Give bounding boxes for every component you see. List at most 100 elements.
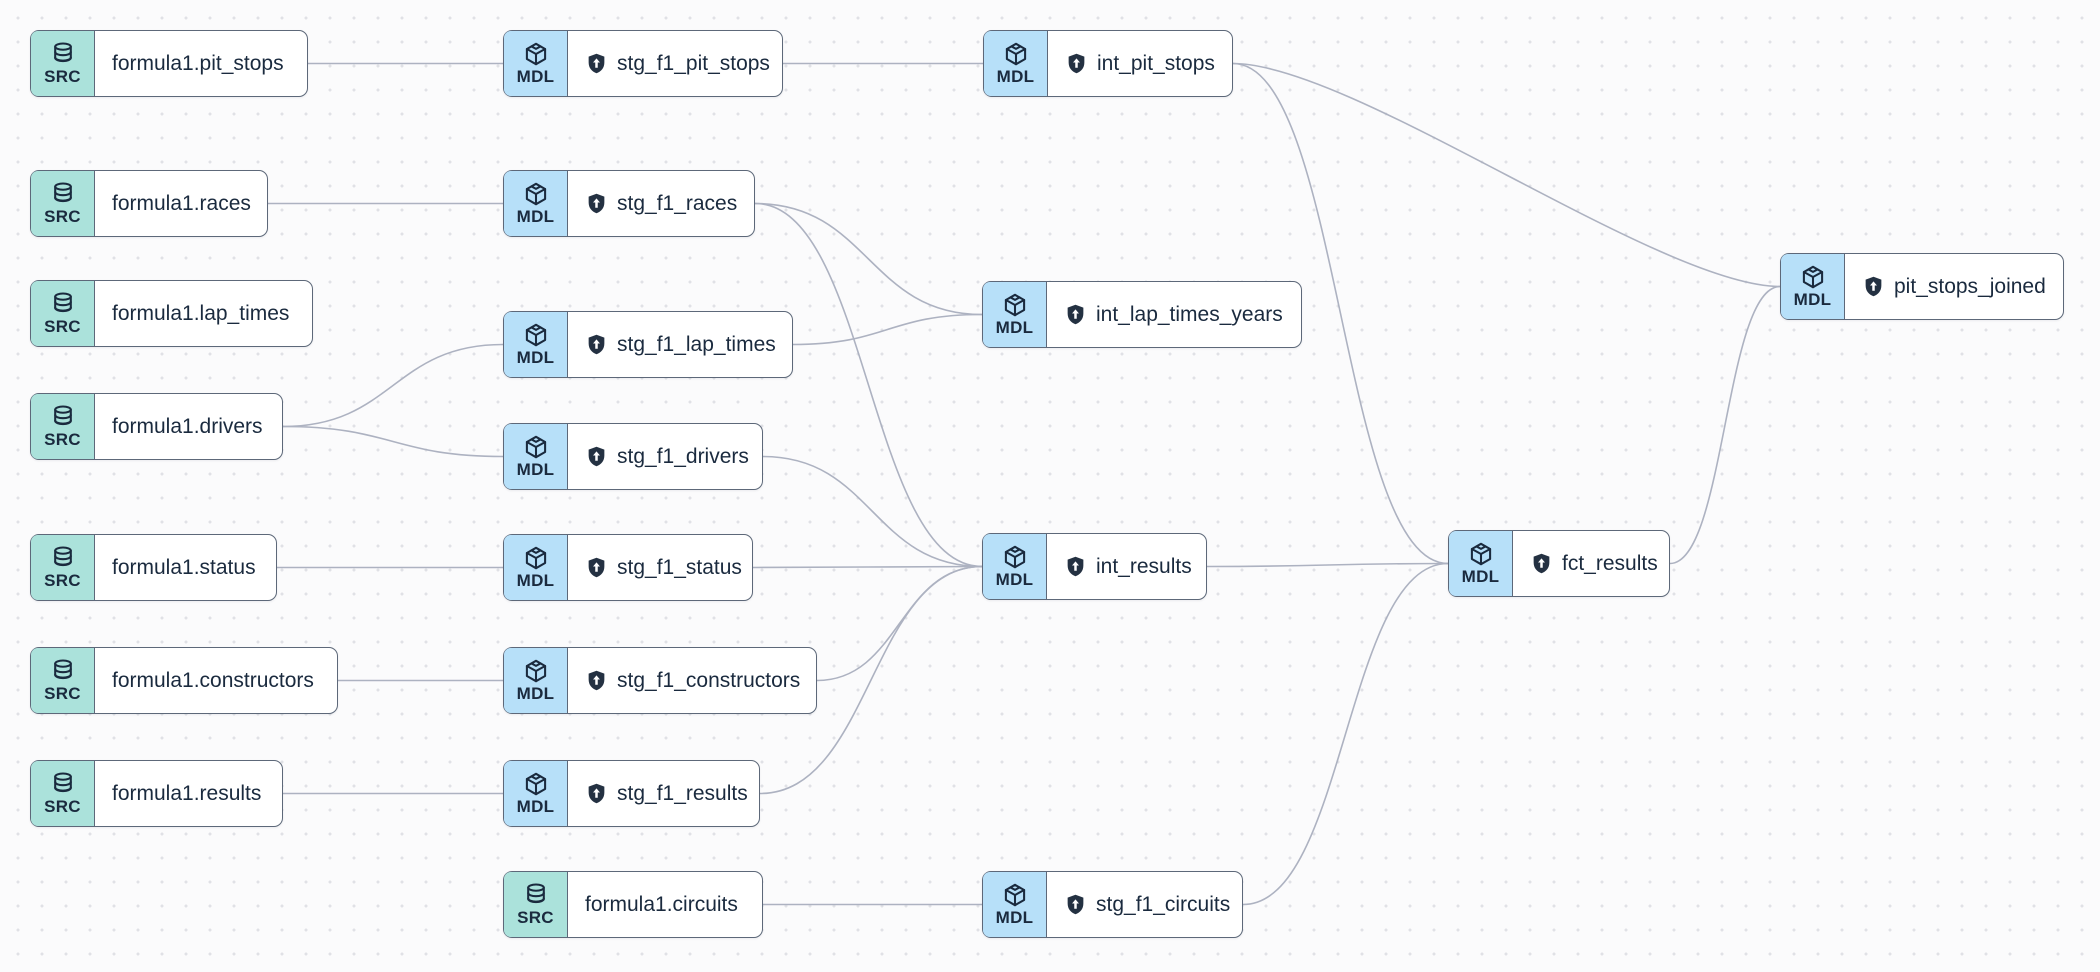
node-kind-label: MDL xyxy=(1461,567,1500,587)
shield-icon xyxy=(585,52,608,75)
node-int_lap_times_years[interactable]: MDL int_lap_times_years xyxy=(982,281,1302,348)
node-stg_races[interactable]: MDL stg_f1_races xyxy=(503,170,755,237)
node-kind-label: MDL xyxy=(995,908,1034,928)
model-cube-icon xyxy=(1003,41,1029,67)
node-kind-box: MDL xyxy=(504,761,568,826)
node-kind-box: SRC xyxy=(31,761,95,826)
node-kind-box: MDL xyxy=(983,534,1047,599)
shield-icon xyxy=(1862,275,1885,298)
lineage-edge-stg_races-to-int_results xyxy=(754,202,983,568)
lineage-edge-stg_status-to-int_results xyxy=(752,565,983,569)
node-body: stg_f1_lap_times xyxy=(568,312,792,377)
model-cube-icon xyxy=(523,545,549,571)
node-pit_stops_joined[interactable]: MDL pit_stops_joined xyxy=(1780,253,2064,320)
node-body: stg_f1_circuits xyxy=(1047,872,1242,937)
lineage-edge-stg_drivers-to-int_results xyxy=(762,455,983,568)
node-kind-box: MDL xyxy=(504,424,568,489)
model-cube-icon xyxy=(523,181,549,207)
node-kind-label: MDL xyxy=(516,797,555,817)
lineage-edge-stg_constructors-to-int_results xyxy=(816,565,983,682)
node-stg_drivers[interactable]: MDL stg_f1_drivers xyxy=(503,423,763,490)
node-label: stg_f1_lap_times xyxy=(617,332,776,356)
shield-icon xyxy=(585,445,608,468)
lineage-edge-fct_results-to-pit_stops_joined xyxy=(1669,285,1781,565)
node-body: formula1.circuits xyxy=(568,872,762,937)
model-cube-icon xyxy=(1002,544,1028,570)
database-icon xyxy=(50,771,76,797)
node-kind-label: SRC xyxy=(44,317,81,337)
node-label: formula1.circuits xyxy=(585,892,738,916)
node-kind-box: SRC xyxy=(31,535,95,600)
node-label: pit_stops_joined xyxy=(1894,274,2046,298)
shield-icon xyxy=(1064,303,1087,326)
node-kind-box: MDL xyxy=(984,31,1048,96)
node-src_status[interactable]: SRC formula1.status xyxy=(30,534,277,601)
node-kind-box: SRC xyxy=(31,394,95,459)
node-kind-label: MDL xyxy=(516,207,555,227)
model-cube-icon xyxy=(1800,264,1826,290)
node-body: stg_f1_constructors xyxy=(568,648,816,713)
lineage-edge-int_pit_stops-to-fct_results xyxy=(1232,62,1449,565)
node-label: formula1.status xyxy=(112,555,256,579)
database-icon xyxy=(523,882,549,908)
node-label: stg_f1_pit_stops xyxy=(617,51,770,75)
node-stg_circuits[interactable]: MDL stg_f1_circuits xyxy=(982,871,1243,938)
model-cube-icon xyxy=(1002,882,1028,908)
lineage-edge-int_pit_stops-to-pit_stops_joined xyxy=(1232,62,1781,288)
node-label: stg_f1_constructors xyxy=(617,668,801,692)
node-kind-box: MDL xyxy=(504,31,568,96)
node-body: fct_results xyxy=(1513,531,1669,596)
shield-icon xyxy=(585,556,608,579)
node-stg_constructors[interactable]: MDL stg_f1_constructors xyxy=(503,647,817,714)
model-cube-icon xyxy=(523,771,549,797)
lineage-edge-int_results-to-fct_results xyxy=(1206,562,1449,568)
lineage-edge-stg_results-to-int_results xyxy=(759,565,983,795)
node-kind-label: MDL xyxy=(516,684,555,704)
node-label: stg_f1_status xyxy=(617,555,742,579)
node-kind-label: MDL xyxy=(516,460,555,480)
node-stg_pit_stops[interactable]: MDL stg_f1_pit_stops xyxy=(503,30,783,97)
lineage-edge-stg_lap_times-to-int_lap_times_years xyxy=(792,313,983,346)
node-body: stg_f1_results xyxy=(568,761,759,826)
model-cube-icon xyxy=(1002,292,1028,318)
node-kind-box: SRC xyxy=(31,31,95,96)
node-body: formula1.constructors xyxy=(95,648,337,713)
node-body: int_lap_times_years xyxy=(1047,282,1301,347)
node-body: int_results xyxy=(1047,534,1206,599)
lineage-edge-src_drivers-to-stg_lap_times xyxy=(282,343,504,428)
node-kind-box: MDL xyxy=(983,282,1047,347)
node-kind-label: SRC xyxy=(44,67,81,87)
shield-icon xyxy=(1530,552,1553,575)
node-kind-label: MDL xyxy=(995,318,1034,338)
node-body: formula1.results xyxy=(95,761,282,826)
node-fct_results[interactable]: MDL fct_results xyxy=(1448,530,1670,597)
model-cube-icon xyxy=(523,658,549,684)
node-label: stg_f1_drivers xyxy=(617,444,749,468)
shield-icon xyxy=(1065,52,1088,75)
shield-icon xyxy=(585,669,608,692)
shield-icon xyxy=(585,333,608,356)
database-icon xyxy=(50,658,76,684)
node-kind-label: MDL xyxy=(516,67,555,87)
node-body: formula1.races xyxy=(95,171,267,236)
shield-icon xyxy=(585,192,608,215)
database-icon xyxy=(50,41,76,67)
node-stg_results[interactable]: MDL stg_f1_results xyxy=(503,760,760,827)
node-body: stg_f1_races xyxy=(568,171,754,236)
node-kind-box: MDL xyxy=(1449,531,1513,596)
node-kind-box: MDL xyxy=(1781,254,1845,319)
lineage-edge-stg_circuits-to-fct_results xyxy=(1242,562,1449,906)
lineage-edge-stg_races-to-int_lap_times_years xyxy=(754,202,983,316)
